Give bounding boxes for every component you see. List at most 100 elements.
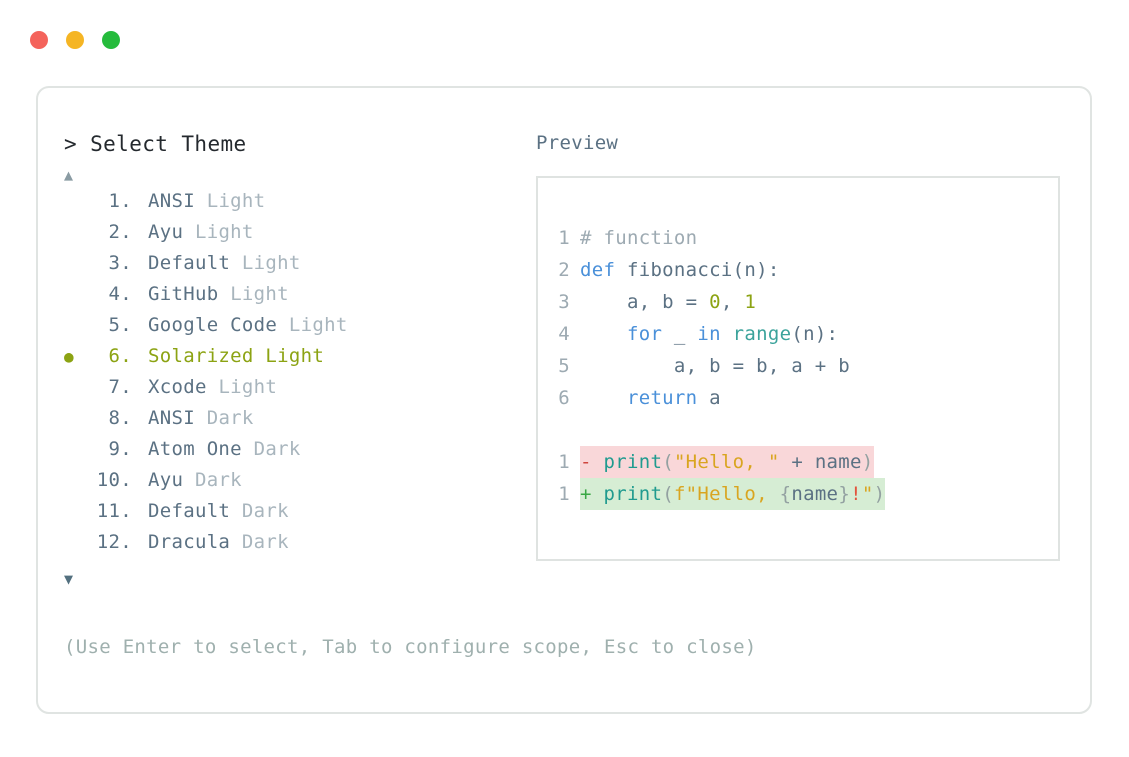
code-token: a — [697, 387, 721, 409]
scroll-down-icon[interactable]: ▼ — [64, 570, 74, 588]
bullet-placeholder: ● — [64, 533, 90, 552]
diff-line: 1 - print("Hello, " + name) — [538, 446, 1058, 478]
code-token: (n): — [791, 323, 839, 345]
line-number: 6 — [558, 387, 570, 409]
theme-list-item[interactable]: ●12. Dracula Dark — [64, 531, 534, 562]
bullet-placeholder: ● — [64, 440, 90, 459]
diff-line: 1+ print(f"Hello, {name}!") — [538, 478, 1058, 510]
theme-list-item[interactable]: ● 11. Default Dark — [64, 500, 534, 531]
code-token — [721, 323, 733, 345]
theme-item-variant: Dark — [206, 407, 254, 429]
code-token: return — [626, 387, 698, 409]
code-text: - print("Hello, " + name) — [580, 446, 874, 478]
theme-item-variant: Dark — [194, 469, 242, 491]
theme-list-item[interactable]: ●8. ANSI Dark — [64, 407, 534, 438]
code-line: 3 a, b = 0, 1 — [538, 286, 1058, 318]
scroll-up-icon[interactable]: ▲ — [64, 166, 74, 184]
theme-item-number: 4. — [108, 283, 132, 305]
theme-item-variant: Light — [265, 345, 325, 367]
code-token: + — [580, 483, 604, 505]
theme-item-spacer — [132, 252, 148, 274]
code-token: + — [779, 451, 815, 473]
minimize-button[interactable] — [66, 31, 84, 49]
theme-item-variant: Light — [206, 190, 266, 212]
theme-list-item[interactable]: ●6. Solarized Light — [64, 345, 534, 376]
bullet-placeholder: ● — [64, 285, 90, 304]
theme-list-item[interactable]: ●10. Ayu Dark — [64, 469, 534, 500]
line-number: 1 — [558, 483, 570, 505]
code-token: ( — [662, 451, 674, 473]
code-token: 0 — [709, 291, 721, 313]
theme-item-number: 2. — [108, 221, 132, 243]
bullet-placeholder: ● — [64, 223, 90, 242]
theme-item-variant: Dark — [241, 500, 289, 522]
theme-list-item[interactable]: ●7. Xcode Light — [64, 376, 534, 407]
code-token — [580, 387, 627, 409]
bullet-placeholder: ● — [64, 378, 90, 397]
theme-item-variant: Light — [288, 314, 348, 336]
code-token: for — [626, 323, 663, 345]
window-traffic-lights — [30, 31, 120, 49]
theme-list-item[interactable]: ● 9. Atom One Dark — [64, 438, 534, 469]
code-text: def fibonacci(n): — [580, 254, 780, 286]
code-token: , — [720, 291, 745, 313]
code-token: _ — [662, 323, 698, 345]
code-text: a, b = b, a + b — [580, 350, 850, 382]
theme-item-name: Default — [148, 500, 242, 522]
line-number: 1 — [558, 451, 570, 473]
code-token: a, b = — [580, 291, 710, 313]
close-button[interactable] — [30, 31, 48, 49]
theme-item-variant: Light — [194, 221, 254, 243]
code-token: { — [779, 483, 792, 505]
code-token: fibonacci(n): — [626, 259, 780, 281]
theme-list-item[interactable]: ●3. Default Light — [64, 252, 534, 283]
maximize-button[interactable] — [102, 31, 120, 49]
theme-list-item[interactable]: ●5. Google Code Light — [64, 314, 534, 345]
theme-item-name: ANSI — [148, 190, 207, 212]
theme-item-number: 5. — [108, 314, 132, 336]
theme-item-spacer — [132, 190, 148, 212]
line-number: 1 — [558, 227, 570, 249]
theme-item-variant: Dark — [253, 438, 301, 460]
theme-item-name: Ayu — [148, 221, 195, 243]
theme-item-name: Ayu — [148, 469, 195, 491]
theme-item-spacer — [132, 531, 148, 553]
theme-list: ●1. ANSI Light●2. Ayu Light●3. Default L… — [64, 190, 534, 562]
line-number: 3 — [558, 291, 570, 313]
theme-item-name: Atom One — [148, 438, 254, 460]
code-token: - — [580, 451, 604, 473]
theme-item-spacer — [132, 345, 148, 367]
code-line: 6 return a — [538, 382, 1058, 414]
code-text: for _ in range(n): — [580, 318, 838, 350]
theme-selector-column: > Select Theme ▲ ●1. ANSI Light●2. Ayu L… — [64, 132, 534, 590]
code-line: 5 a, b = b, a + b — [538, 350, 1058, 382]
code-token: def — [580, 259, 627, 281]
bullet-placeholder: ● — [64, 316, 90, 335]
code-token: a, b = b, a + b — [580, 355, 850, 377]
keyboard-hint: (Use Enter to select, Tab to configure s… — [64, 636, 757, 658]
theme-item-variant: Dark — [241, 531, 289, 553]
code-token: # function — [580, 227, 698, 249]
theme-item-spacer — [132, 500, 148, 522]
bullet-placeholder: ● — [64, 502, 90, 521]
code-text: a, b = 0, 1 — [580, 286, 756, 318]
theme-item-number: 11. — [96, 500, 132, 522]
code-text: return a — [580, 382, 721, 414]
theme-list-item[interactable]: ● 2. Ayu Light — [64, 221, 534, 252]
code-token: name — [791, 483, 839, 505]
diff-preview: 1- print("Hello, " + name)1+ print(f"Hel… — [538, 446, 1058, 510]
theme-item-name: Xcode — [148, 376, 219, 398]
theme-item-spacer — [132, 438, 148, 460]
theme-item-variant: Light — [218, 376, 278, 398]
theme-item-spacer — [132, 407, 148, 429]
code-token: in — [697, 323, 721, 345]
code-token: f"Hello, — [673, 483, 780, 505]
theme-list-item[interactable]: ●4. GitHub Light — [64, 283, 534, 314]
theme-picker-panel: > Select Theme ▲ ●1. ANSI Light●2. Ayu L… — [36, 86, 1092, 714]
theme-item-number: 9. — [108, 438, 132, 460]
theme-item-number: 1. — [108, 190, 132, 212]
theme-list-item[interactable]: ●1. ANSI Light — [64, 190, 534, 221]
